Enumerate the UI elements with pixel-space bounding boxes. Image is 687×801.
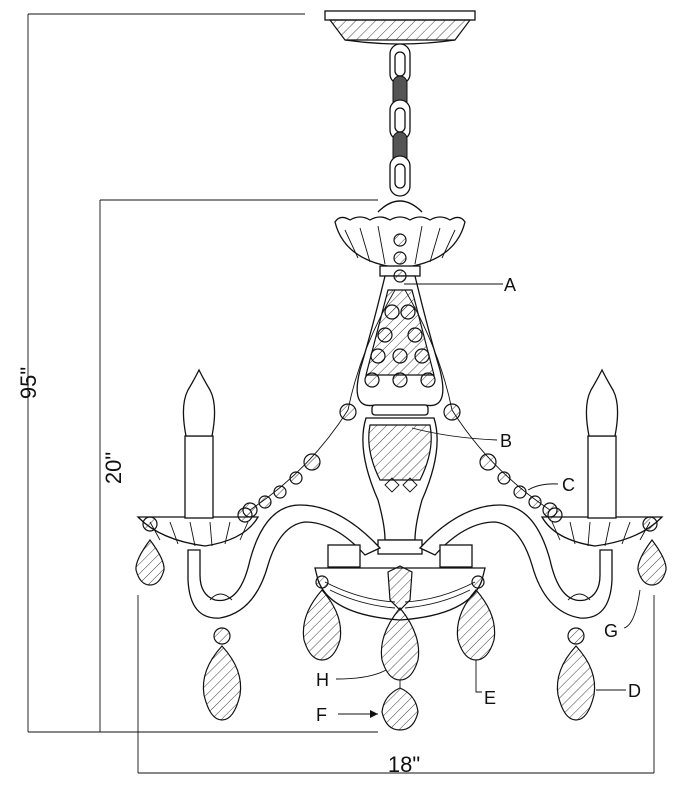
arm-right xyxy=(418,504,613,619)
callout-label-f: F xyxy=(316,705,327,725)
dimension-width: 18" xyxy=(137,595,655,777)
pendant-right-large xyxy=(556,627,596,721)
dimension-body-height: 20" xyxy=(99,199,378,733)
callout-f: F xyxy=(316,705,378,725)
pendant-left-large xyxy=(202,627,242,721)
bead-swag-right xyxy=(404,289,558,518)
callout-label-g: G xyxy=(604,621,618,641)
callout-a: A xyxy=(404,275,516,295)
width-label: 18" xyxy=(388,752,420,777)
pendant-bowl-left xyxy=(302,589,342,661)
callout-d: D xyxy=(596,681,641,701)
callout-b: B xyxy=(411,427,512,451)
pendant-center xyxy=(380,607,420,731)
pendant-left-outer xyxy=(135,538,165,586)
callout-e: E xyxy=(475,660,496,708)
center-column xyxy=(356,275,444,555)
candle-cup-left xyxy=(136,368,260,547)
chain xyxy=(377,43,423,213)
callout-label-b: B xyxy=(500,431,512,451)
callout-label-d: D xyxy=(628,681,641,701)
dimension-total-height: 95" xyxy=(16,13,305,733)
callout-h: H xyxy=(316,669,387,690)
callout-label-a: A xyxy=(504,275,516,295)
arm-left xyxy=(187,504,382,619)
candle-cup-right xyxy=(540,368,664,547)
body-height-label: 20" xyxy=(101,452,126,484)
callout-g: G xyxy=(604,589,641,641)
callout-c: C xyxy=(527,475,575,495)
pendant-right-outer xyxy=(637,538,667,586)
callout-label-e: E xyxy=(484,688,496,708)
total-height-label: 95" xyxy=(16,367,41,399)
callout-label-h: H xyxy=(316,670,329,690)
bead-chain-center xyxy=(364,233,436,388)
callout-label-c: C xyxy=(562,475,575,495)
ceiling-canopy xyxy=(324,10,476,45)
